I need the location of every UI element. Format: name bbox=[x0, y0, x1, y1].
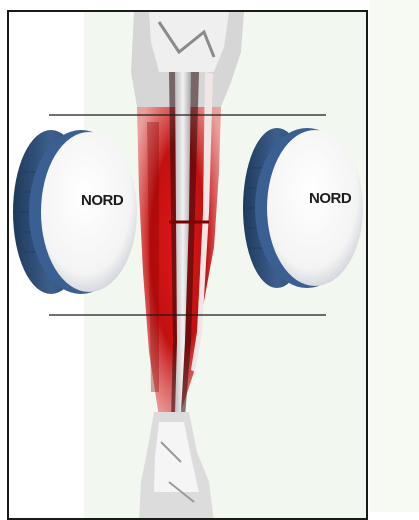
magnet-left bbox=[13, 130, 137, 294]
leg-xray bbox=[131, 12, 244, 520]
magnet-right-label: NORD bbox=[309, 190, 351, 207]
magnet-left-label: NORD bbox=[81, 192, 123, 209]
leg-magnet-diagram bbox=[9, 12, 368, 520]
diagram-frame: NORD NORD bbox=[7, 10, 368, 520]
right-margin bbox=[370, 0, 419, 512]
magnet-right bbox=[243, 128, 363, 288]
